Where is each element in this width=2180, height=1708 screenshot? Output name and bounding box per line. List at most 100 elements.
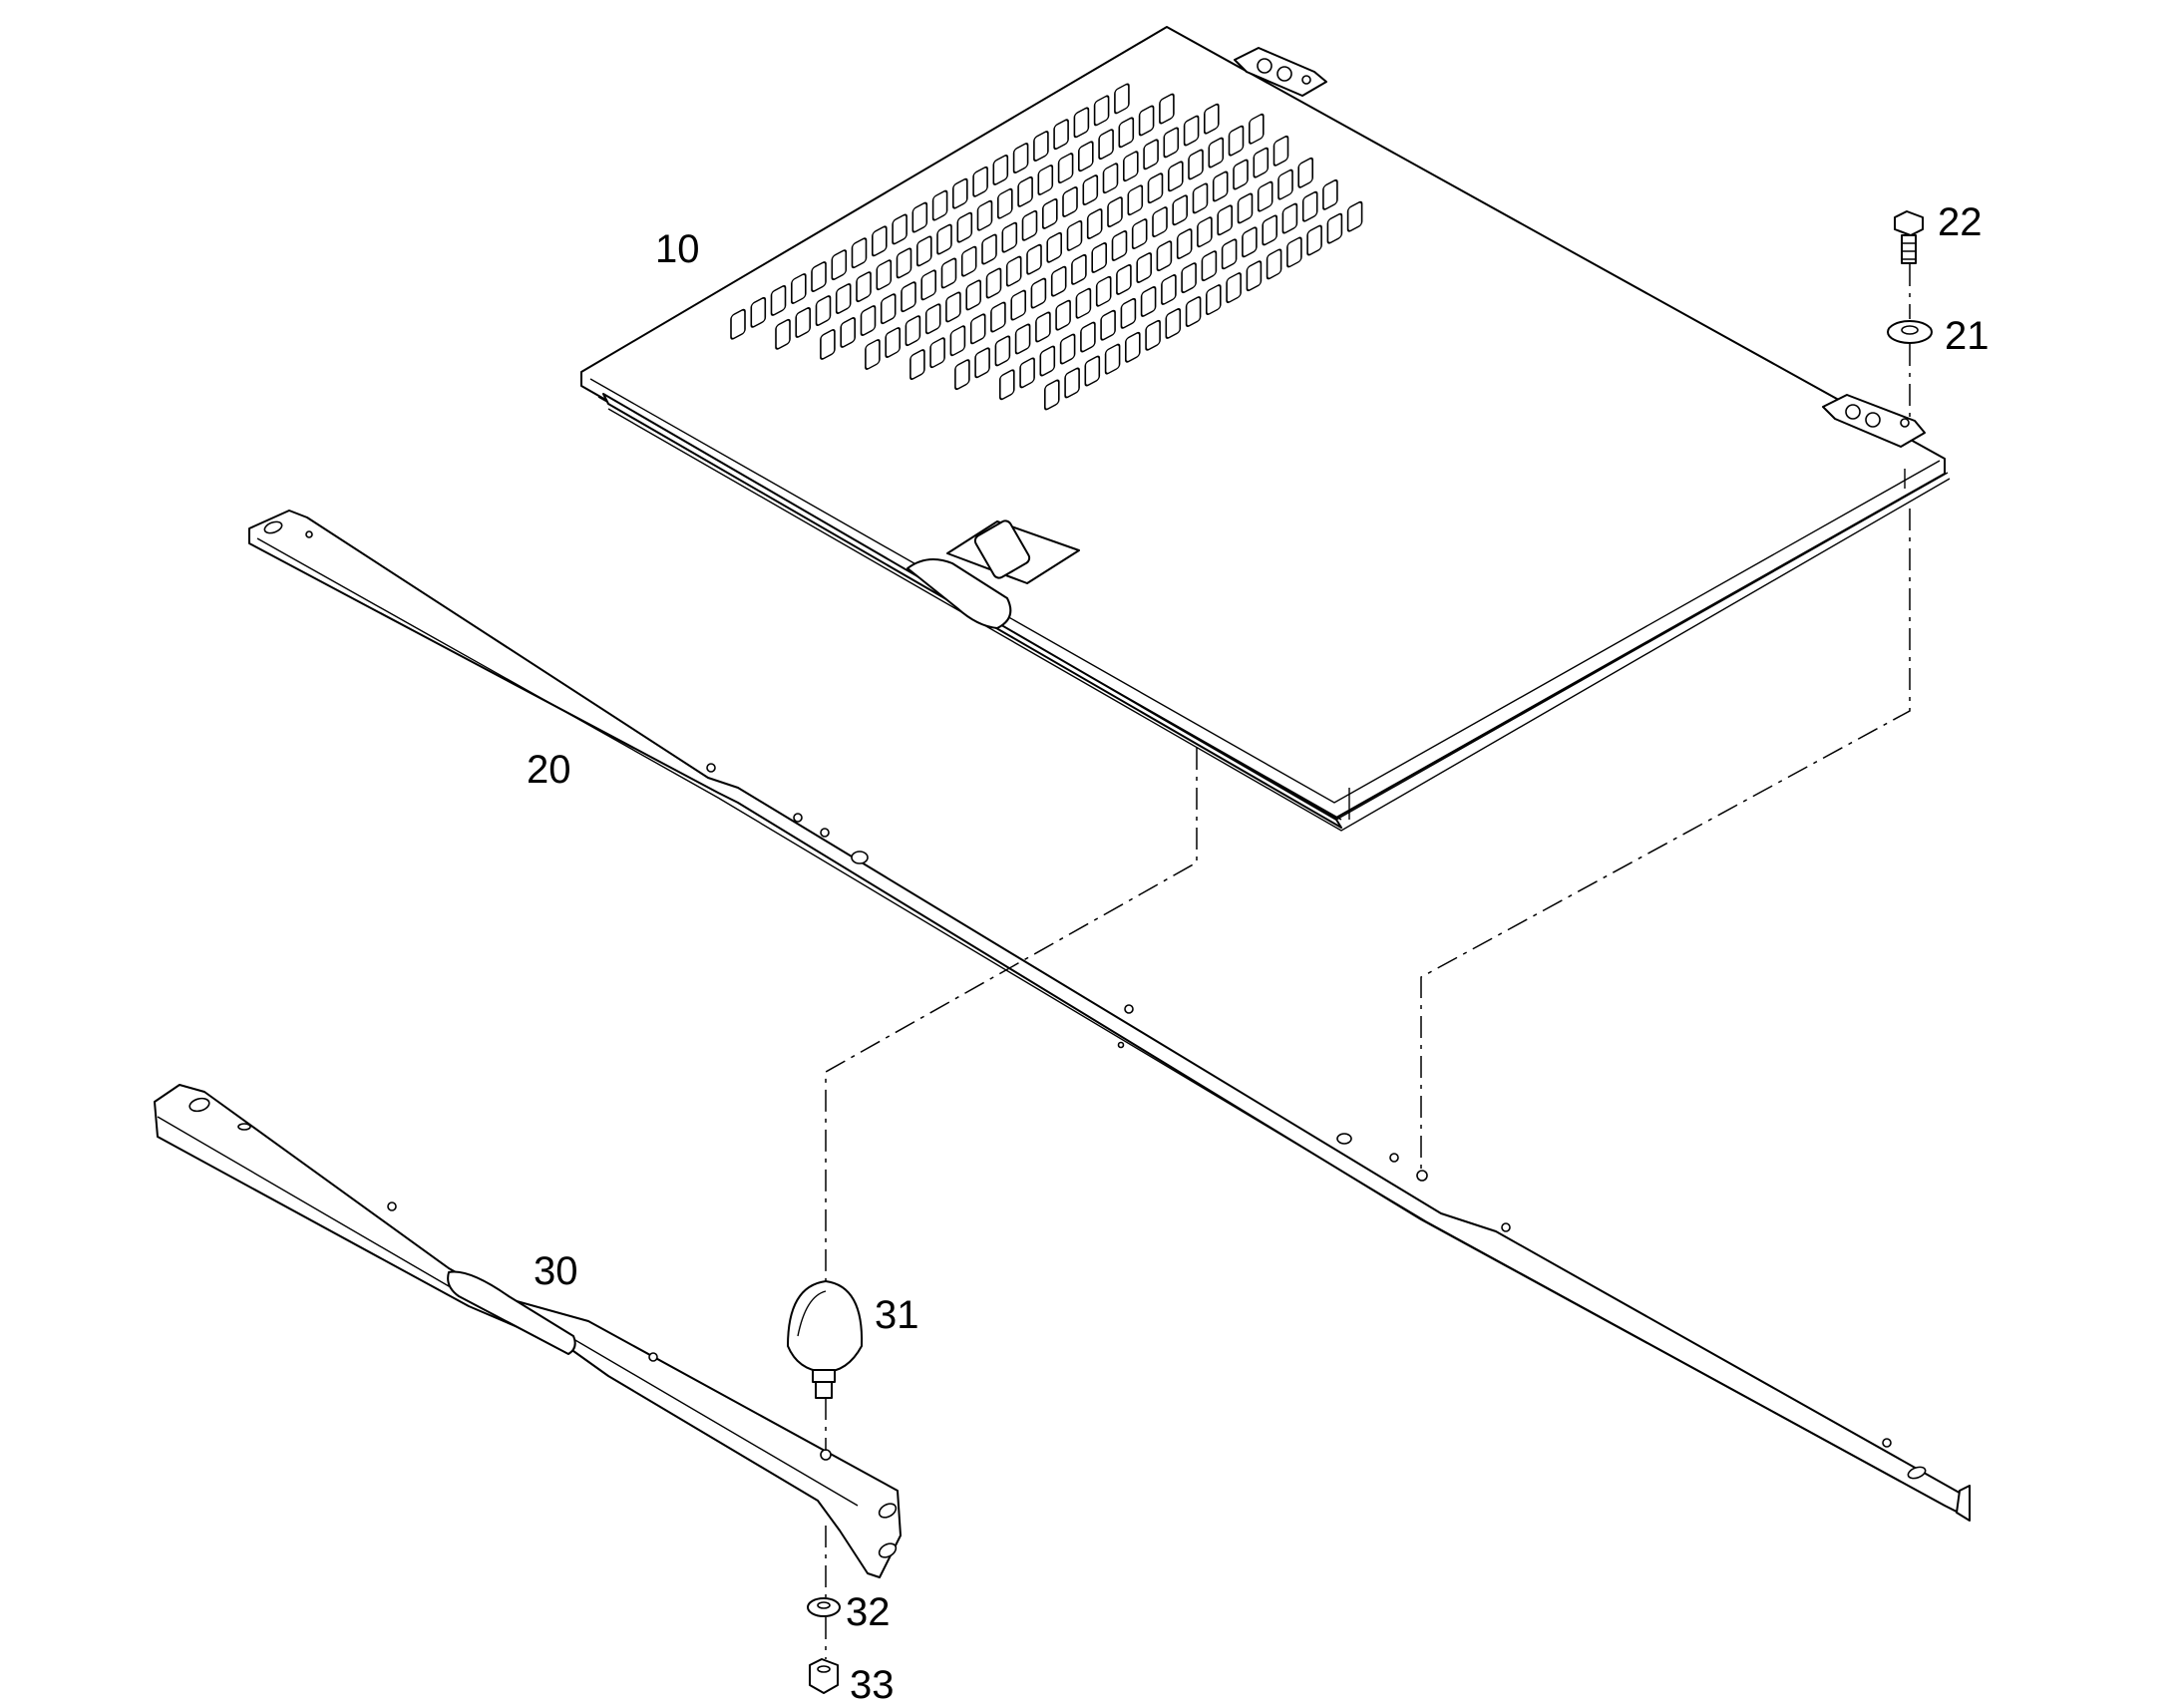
vent-slot — [969, 313, 986, 345]
vent-slot — [1147, 172, 1164, 204]
vent-slot — [1046, 231, 1062, 263]
vent-slot — [1102, 163, 1119, 194]
vent-slot — [1168, 161, 1184, 192]
vent-slot — [1086, 208, 1103, 239]
vent-slot — [1249, 113, 1265, 145]
vent-slot — [1346, 200, 1363, 232]
vent-slot — [998, 369, 1015, 401]
vent-slot — [1104, 343, 1121, 375]
vent-slot — [1156, 240, 1173, 272]
vent-slot — [1084, 355, 1101, 387]
vent-slot — [856, 271, 872, 303]
vent-slot — [1277, 169, 1293, 200]
vent-slot — [1044, 379, 1060, 411]
vent-slot — [1192, 182, 1209, 214]
vent-slot — [1257, 180, 1273, 212]
vent-slot — [960, 245, 977, 277]
vent-slot — [976, 199, 993, 231]
callout-labels: 10 20 21 22 30 31 32 33 — [527, 200, 1990, 1707]
vent-slot — [1033, 131, 1049, 162]
vent-slot — [1066, 219, 1083, 251]
vent-slot — [1116, 263, 1132, 295]
vent-slot — [1037, 165, 1054, 195]
hinge-rear — [1234, 47, 1327, 97]
vent-slot — [1001, 221, 1018, 253]
vent-slot — [1138, 105, 1155, 137]
vent-slot — [936, 223, 952, 255]
vent-slot — [1181, 262, 1197, 294]
vent-slot — [996, 187, 1013, 219]
cover-panel-10[interactable] — [580, 26, 1951, 832]
vent-slot — [1082, 174, 1099, 206]
vent-slot — [1262, 214, 1277, 246]
vent-slot — [1322, 178, 1338, 210]
vent-slot — [865, 339, 881, 370]
vent-slot — [840, 317, 857, 348]
vent-slot — [1125, 331, 1141, 363]
support-rail-30[interactable] — [154, 1084, 902, 1578]
vent-slot — [1059, 333, 1076, 365]
vent-slot — [1266, 248, 1282, 280]
vent-slot — [1145, 319, 1161, 351]
vent-slot — [1242, 226, 1258, 258]
vent-slot — [1131, 218, 1148, 250]
vent-slot — [1221, 238, 1238, 270]
vent-slot — [911, 201, 928, 233]
vent-slot — [1053, 119, 1069, 151]
vent-slot — [1091, 242, 1107, 273]
vent-slot — [994, 335, 1011, 367]
vent-slot — [1075, 287, 1092, 319]
vent-slot — [954, 359, 970, 391]
hinge-front — [1822, 394, 1926, 448]
nut-33[interactable] — [809, 1658, 839, 1694]
vent-slot — [929, 337, 945, 369]
vent-slot — [909, 349, 925, 381]
vent-slot — [815, 295, 832, 327]
vent-slot — [892, 213, 908, 245]
vent-slot — [981, 233, 997, 265]
vent-slot — [1226, 272, 1242, 304]
vent-slot — [871, 225, 888, 257]
vent-slot — [1306, 224, 1322, 256]
vent-slot — [1014, 323, 1031, 355]
vent-slot — [949, 325, 966, 357]
vent-slot — [1297, 157, 1313, 188]
vent-slot — [831, 249, 848, 281]
vent-slot — [1172, 194, 1188, 226]
vent-slot — [1233, 159, 1249, 190]
vent-slot — [1114, 83, 1130, 115]
vent-slot — [1206, 284, 1222, 316]
vent-slot — [1093, 95, 1110, 127]
vent-slot — [750, 296, 767, 328]
vent-slot — [972, 166, 988, 197]
vent-slot — [1185, 296, 1202, 327]
vent-slot — [1161, 274, 1177, 305]
vent-slot — [885, 327, 902, 358]
vent-slot — [835, 283, 852, 314]
rubber-bumper-31[interactable] — [787, 1280, 864, 1399]
callout-31: 31 — [875, 1293, 919, 1337]
washer-32[interactable] — [807, 1597, 841, 1617]
callout-21: 21 — [1945, 314, 1990, 358]
vent-slot — [1035, 311, 1051, 343]
vent-slot — [1095, 275, 1112, 307]
vent-slot — [901, 281, 916, 313]
vent-slot — [1120, 297, 1137, 329]
vent-slot — [990, 301, 1006, 333]
callout-32: 32 — [846, 1590, 891, 1634]
callout-22: 22 — [1938, 200, 1983, 244]
vent-slot — [1246, 260, 1263, 292]
vent-slot — [905, 315, 921, 347]
latch[interactable] — [907, 518, 1080, 629]
vent-slot — [1326, 212, 1343, 244]
vent-slot — [1073, 107, 1090, 139]
bolt-22[interactable] — [1894, 210, 1924, 264]
vent-slot — [1021, 209, 1038, 241]
vent-slot — [1197, 216, 1213, 248]
washer-21[interactable] — [1887, 320, 1933, 344]
vent-slot — [951, 177, 968, 209]
support-rail-20[interactable] — [248, 510, 1971, 1522]
vent-slot — [915, 235, 932, 267]
vent-slot — [956, 211, 973, 243]
vent-slot — [1005, 255, 1022, 287]
